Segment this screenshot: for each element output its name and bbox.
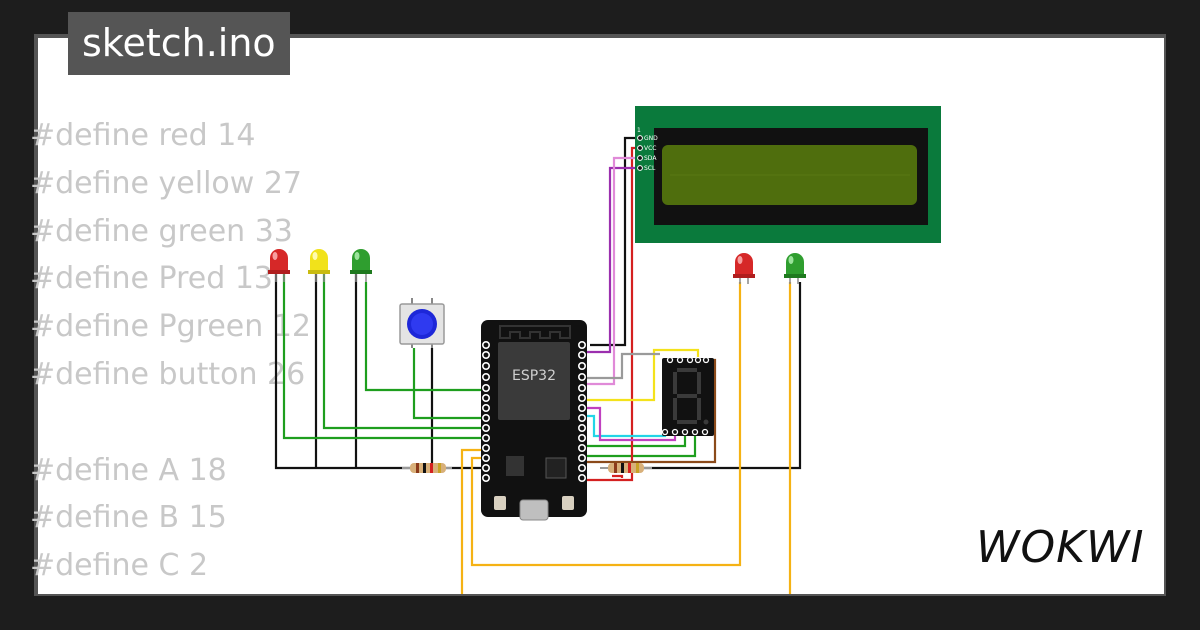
- wire-signal-green: [580, 432, 687, 448]
- code-line: #define red 14: [30, 118, 256, 153]
- lcd-display[interactable]: 1 GND VCC SDA SCL: [635, 106, 941, 243]
- wire-signal-green: [412, 348, 486, 420]
- wire-signal-green: [282, 272, 486, 440]
- wire-signal-green: [322, 272, 486, 430]
- wire-ground: [612, 282, 802, 470]
- code-line: #define B 15: [30, 500, 227, 536]
- lcd-pin-sda: SDA: [644, 155, 657, 162]
- code-line: #define yellow 27: [30, 165, 303, 201]
- wire-seg-gray: [580, 352, 660, 380]
- code-line: #define button 26: [30, 356, 306, 392]
- wokwi-logo: WOKWI: [976, 522, 1145, 573]
- led-yellow[interactable]: [308, 249, 330, 274]
- wire-orange: [460, 448, 486, 594]
- code-line: #define A 18: [30, 452, 227, 488]
- seven-segment-display[interactable]: [661, 356, 714, 437]
- wire-signal-green: [364, 282, 486, 392]
- wire-signal-green: [580, 432, 697, 458]
- wire-lcd-gnd: [590, 136, 642, 347]
- simulation-canvas[interactable]: [38, 38, 1164, 594]
- project-title-badge[interactable]: sketch.ino: [68, 12, 290, 75]
- esp32-board[interactable]: ESP32: [481, 320, 587, 521]
- wire-orange: [470, 282, 742, 567]
- wire-seg-yellow: [580, 348, 700, 402]
- code-line: #define C 2: [30, 548, 209, 584]
- led-green[interactable]: [784, 253, 806, 278]
- push-button[interactable]: [399, 298, 445, 348]
- led-red[interactable]: [268, 249, 290, 274]
- circuit-diagram: ESP32: [268, 106, 941, 594]
- lcd-pin-scl: SCL: [644, 165, 656, 172]
- code-line: #define Pred 13: [30, 261, 273, 297]
- wire-seg-magenta: [580, 406, 677, 442]
- resistor-right[interactable]: [600, 463, 652, 473]
- lcd-pin1-label: 1: [637, 127, 641, 134]
- wire-ground: [274, 272, 415, 470]
- code-line: #define Pgreen 12: [30, 309, 311, 345]
- resistor-left[interactable]: [402, 463, 452, 473]
- wire-power: [612, 474, 624, 478]
- wire-seg-cyan: [580, 414, 667, 438]
- lcd-pin-vcc: VCC: [644, 145, 656, 152]
- wire-i2c-scl: [580, 166, 642, 354]
- led-green[interactable]: [350, 249, 372, 274]
- esp32-label: ESP32: [512, 368, 556, 384]
- wire-i2c-sda: [580, 156, 642, 386]
- lcd-pin-gnd: GND: [644, 135, 658, 142]
- code-line: #define green 33: [30, 213, 293, 249]
- led-red[interactable]: [733, 253, 755, 278]
- code-preview: #define red 14 #define yellow 27 #define g…: [30, 112, 311, 590]
